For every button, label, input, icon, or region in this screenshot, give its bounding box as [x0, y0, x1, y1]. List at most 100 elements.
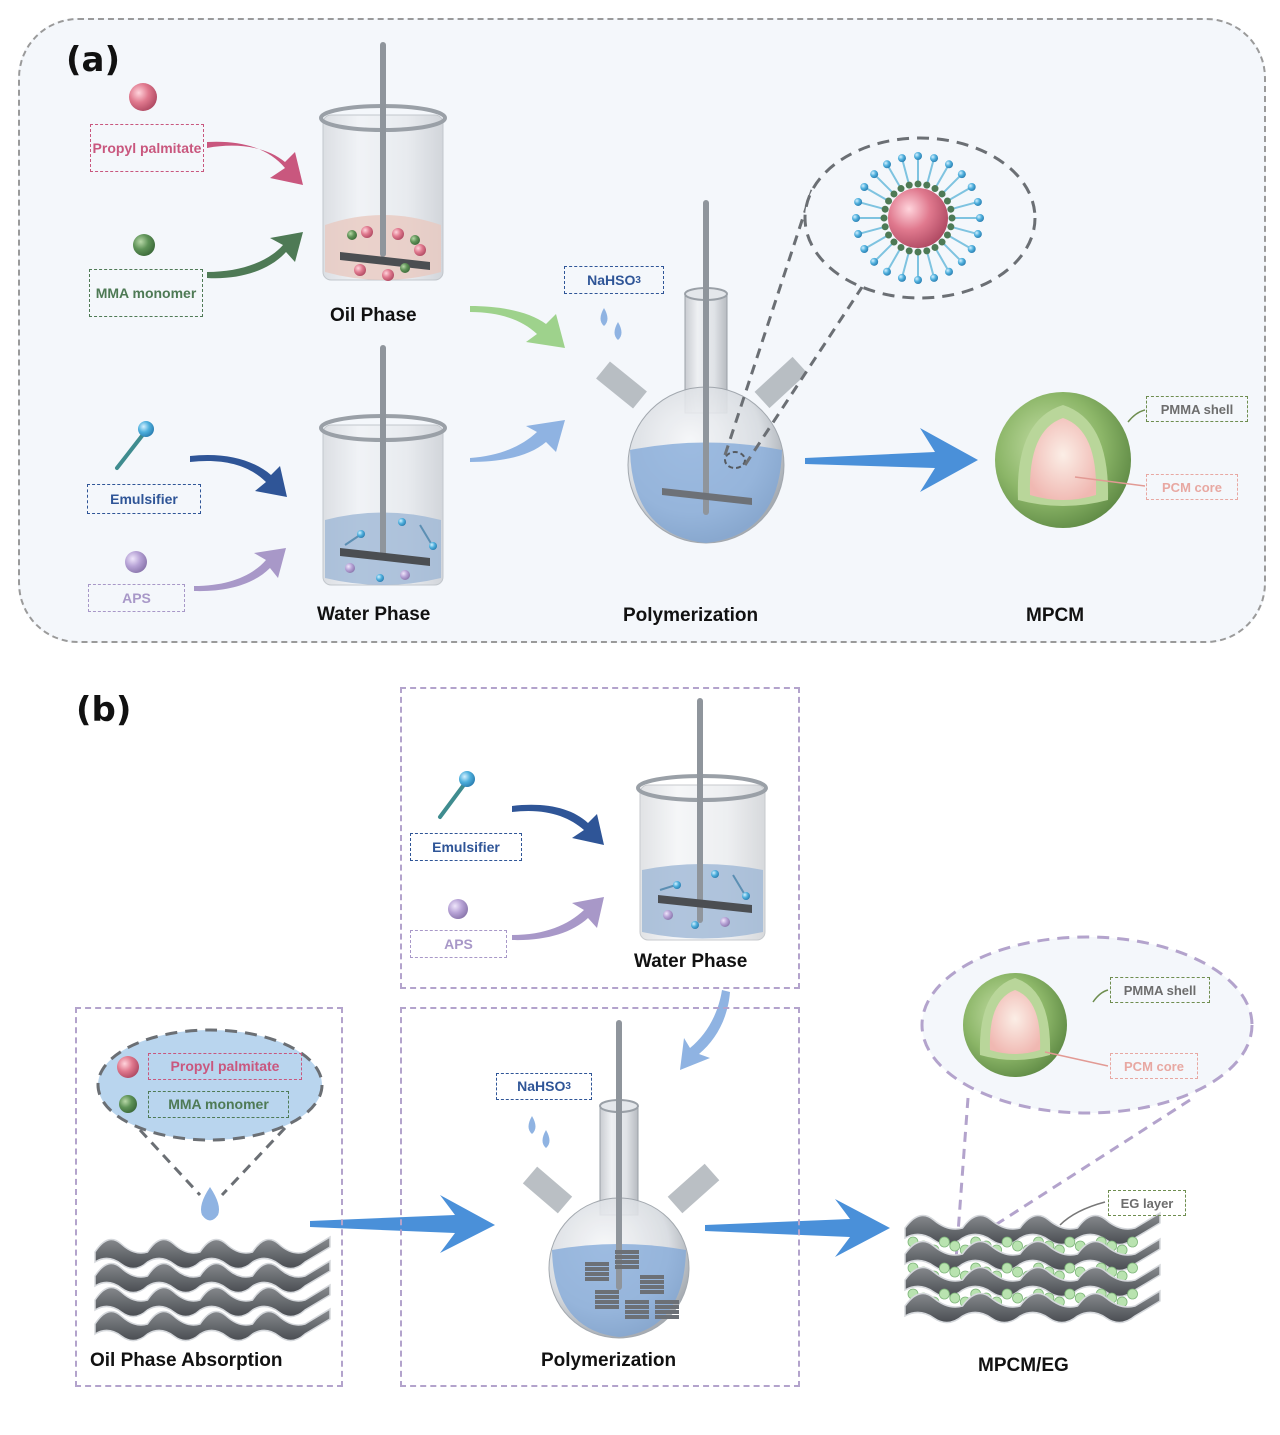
eg-fragment-icon: [595, 1300, 619, 1304]
mpcm-bead-icon: [1012, 1266, 1023, 1278]
surfactant-tail-icon: [863, 235, 888, 250]
mpcm-bead-icon: [1001, 1288, 1013, 1300]
mma-monomer-tag: MMA monomer: [89, 269, 203, 317]
surfactant-head-icon: [897, 273, 906, 282]
eg-fragment-icon: [585, 1267, 609, 1271]
mma-monomer-tag: MMA monomer: [148, 1091, 289, 1118]
mpcm-eg-composite-icon: [904, 1211, 1161, 1324]
eg-fragment-icon: [640, 1285, 664, 1289]
surfactant-head-icon: [914, 152, 922, 160]
surfactant-head-icon: [870, 170, 879, 179]
mpcm-capsule-icon: [995, 392, 1131, 528]
surfactant-tail-icon: [948, 186, 973, 201]
arrow-propyl-icon: [207, 141, 303, 185]
eg-fragment-icon: [585, 1272, 609, 1276]
mma-particle-icon: [943, 231, 951, 239]
eg-fragment-icon: [615, 1255, 639, 1259]
arrow-emulsifier-icon: [190, 454, 287, 497]
pmma-shell-tag: PMMA shell: [1110, 977, 1210, 1003]
shell-pointer-icon: [1127, 409, 1146, 423]
mpcm-bead-icon: [949, 1292, 961, 1304]
oil-phase-zoom-ellipse-icon: [96, 1028, 324, 1142]
mma-particle-icon: [119, 1095, 137, 1113]
emulsifier-tag: Emulsifier: [87, 484, 201, 514]
surfactant-head-icon: [883, 160, 891, 169]
zoom-line-icon: [220, 1126, 287, 1197]
surfactant-head-icon: [897, 154, 906, 163]
surfactant-head-icon: [945, 267, 953, 276]
mpcm-bead-icon: [938, 1288, 950, 1300]
arrow-aps-icon: [194, 548, 286, 592]
eg-sheet-icon: [904, 1263, 1161, 1298]
mpcm-bead-icon: [1064, 1236, 1076, 1248]
oil-droplet-icon: [201, 1187, 219, 1221]
surfactant-head-icon: [914, 276, 922, 284]
eg-layer-tag: EG layer: [1108, 1190, 1186, 1216]
zoom-line-icon: [138, 1128, 202, 1197]
shell-pointer-icon: [1092, 989, 1109, 1003]
mma-particle-icon: [943, 197, 951, 205]
surfactant-tail-icon: [926, 252, 936, 279]
surfactant-tail-icon: [863, 186, 888, 201]
mma-particle-icon: [881, 223, 889, 231]
propyl-palmitate-tag: Propyl palmitate: [90, 124, 204, 172]
mpcm-bead-icon: [938, 1262, 950, 1274]
eg-fragment-icon: [640, 1290, 664, 1294]
mpcm-bead-icon: [1012, 1292, 1023, 1304]
surfactant-head-icon: [883, 267, 891, 276]
surfactant-tail-icon: [857, 200, 884, 210]
eg-fragment-icon: [595, 1290, 619, 1294]
oil-phase-beaker-icon: [319, 42, 447, 281]
surfactant-tail-icon: [935, 163, 950, 188]
core-pointer-icon: [1074, 476, 1146, 487]
eg-sheet-icon: [904, 1211, 1161, 1246]
aps-tag: APS: [410, 930, 507, 958]
eg-fragment-icon: [640, 1280, 664, 1284]
mma-particle-icon: [885, 231, 893, 239]
propyl-palmitate-particle-icon: [117, 1056, 139, 1078]
surfactant-tail-icon: [942, 173, 963, 194]
surfactant-head-icon: [976, 214, 984, 222]
core-pointer-icon: [1044, 1051, 1109, 1067]
eg-fragment-icon: [585, 1262, 609, 1266]
water-phase-box: [400, 687, 800, 989]
eg-fragment-icon: [625, 1300, 649, 1304]
mma-particle-icon: [133, 234, 155, 256]
polymerization-box: [400, 1007, 800, 1387]
mma-particle-icon: [923, 181, 931, 189]
surfactant-head-icon: [852, 214, 860, 222]
surfactant-tail-icon: [900, 252, 910, 279]
surfactant-head-icon: [860, 245, 869, 253]
mma-particle-icon: [905, 181, 913, 189]
aps-particle-icon: [448, 899, 468, 919]
mpcm-bead-icon: [1064, 1262, 1076, 1274]
mma-particle-icon: [923, 247, 931, 255]
eg-fragment-icon: [625, 1305, 649, 1309]
mma-particle-icon: [948, 214, 956, 222]
surfactant-tail-icon: [900, 157, 910, 184]
mma-particle-icon: [914, 180, 922, 188]
surfactant-tail-icon: [873, 242, 894, 263]
mma-particle-icon: [905, 247, 913, 255]
surfactant-head-icon: [854, 230, 863, 239]
surfactant-head-icon: [860, 183, 869, 191]
surfactant-tail-icon: [952, 226, 979, 236]
eg-fragment-icon: [655, 1300, 679, 1304]
mpcm-bead-icon: [938, 1236, 950, 1248]
mma-particle-icon: [947, 223, 955, 231]
three-neck-flask-icon: [596, 200, 808, 544]
micelle-icon: [852, 152, 984, 284]
surfactant-tail-icon: [942, 242, 963, 263]
mpcm-bead-icon: [1127, 1288, 1138, 1300]
mma-particle-icon: [890, 190, 898, 198]
water-phase-beaker-icon: [636, 698, 768, 941]
eg-fragment-icon: [625, 1315, 649, 1319]
nahso3-droplets-icon: [528, 1116, 550, 1148]
surfactant-head-icon: [854, 197, 863, 206]
zoom-line-icon: [974, 1098, 1191, 1240]
eg-fragment-icon: [640, 1275, 664, 1279]
three-neck-flask-icon: [522, 1020, 720, 1339]
oil-phase-absorption-caption: Oil Phase Absorption: [90, 1350, 283, 1371]
eg-fragment-icon: [615, 1250, 639, 1254]
